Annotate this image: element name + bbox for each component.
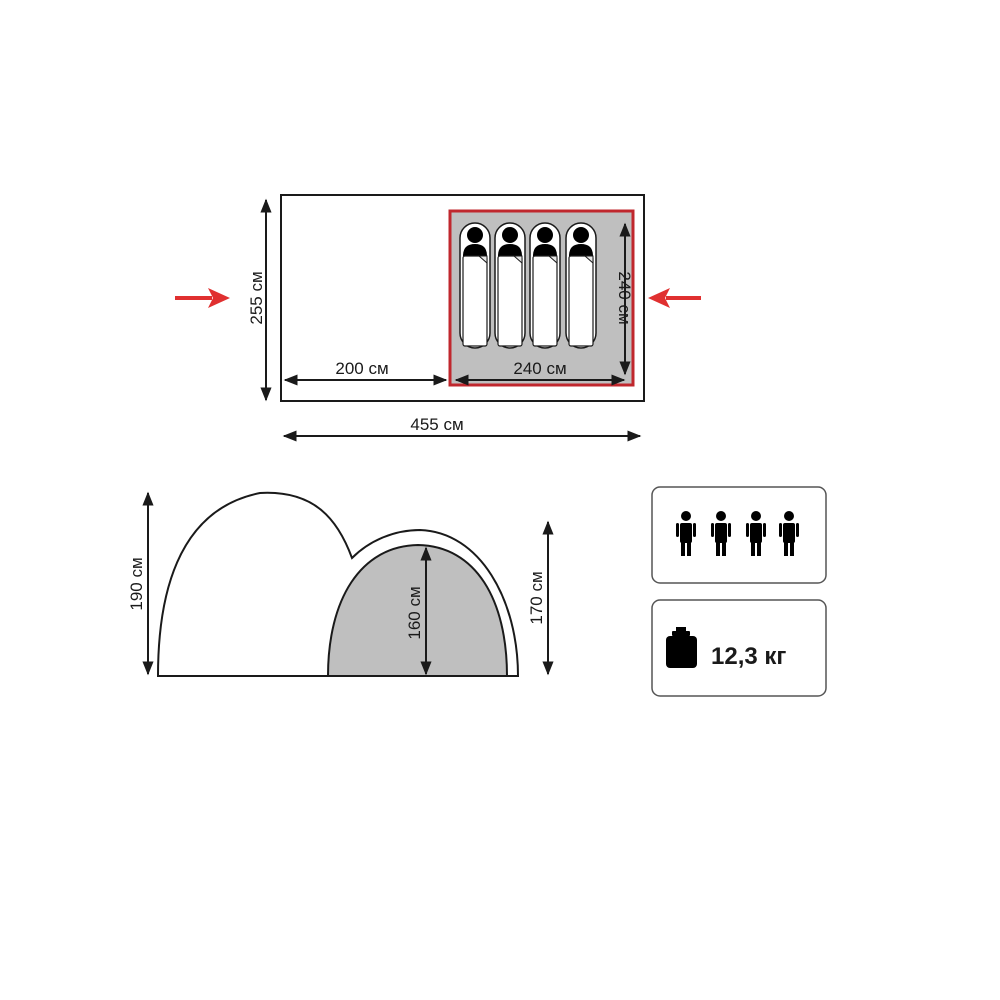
apse-height-label: 170 см bbox=[527, 571, 546, 624]
capacity-box bbox=[651, 486, 827, 584]
inner-entrance bbox=[326, 543, 509, 677]
sleeping-bag bbox=[494, 222, 526, 349]
total-length-label: 455 см bbox=[410, 415, 463, 434]
weight-value: 12,3 кг bbox=[711, 643, 786, 670]
entrance-arrow-left bbox=[175, 288, 230, 308]
sleeping-bag bbox=[565, 222, 597, 349]
weight-box: 12,3 кг bbox=[651, 599, 827, 697]
total-width-label: 255 см bbox=[247, 271, 266, 324]
inner-height-label: 160 см bbox=[405, 586, 424, 639]
side-view: 190 см 160 см 170 см bbox=[127, 491, 554, 677]
weight-icon bbox=[666, 627, 697, 668]
inner-length-label: 240 см bbox=[513, 359, 566, 378]
entrance-arrow-right bbox=[648, 288, 701, 308]
vestibule-length-label: 200 см bbox=[335, 359, 388, 378]
sleeping-bag bbox=[459, 222, 491, 349]
total-height-label: 190 см bbox=[127, 557, 146, 610]
floor-plan: 255 см 240 см 200 см 240 см 455 см bbox=[175, 194, 701, 442]
inner-width-label: 240 см bbox=[615, 271, 634, 324]
sleeping-bag bbox=[529, 222, 561, 349]
